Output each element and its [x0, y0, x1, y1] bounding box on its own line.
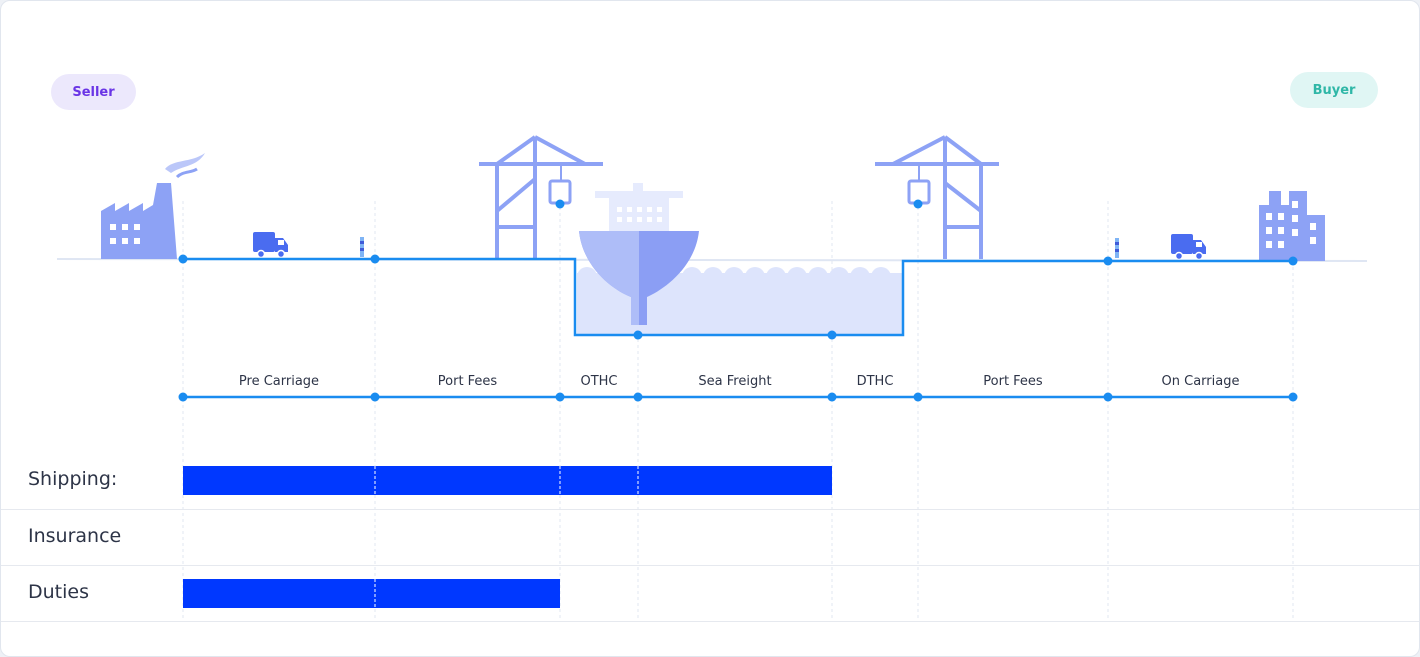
shipping-row-label: Shipping: [28, 468, 118, 490]
route-nodes [178, 199, 1298, 340]
coverage-bar [183, 579, 560, 608]
row-divider [1, 621, 1419, 622]
insurance-row-label: Insurance [28, 525, 122, 547]
barrier-pole-icon [1115, 238, 1119, 258]
stage-label: Port Fees [983, 374, 1043, 389]
crane-icon [875, 135, 999, 259]
stage-node [178, 392, 188, 402]
row-divider [1, 565, 1419, 566]
building-icon [1259, 191, 1325, 261]
wave-shape [745, 267, 765, 287]
truck-icon [1171, 234, 1206, 261]
stage-label: On Carriage [1162, 374, 1240, 389]
route-node [370, 254, 380, 264]
wave-shape [577, 267, 597, 287]
route-node [1103, 256, 1113, 266]
stage-label: Port Fees [438, 374, 498, 389]
wave-shape [724, 267, 744, 287]
wave-shape [787, 267, 807, 287]
stage-label: Pre Carriage [239, 374, 319, 389]
wave-shape [703, 267, 723, 287]
wave-shape [808, 267, 828, 287]
route-node [913, 199, 923, 209]
route-node [1288, 256, 1298, 266]
duties-row-label: Duties [28, 581, 89, 603]
stage-node [1288, 392, 1298, 402]
coverage-bar [183, 466, 832, 495]
wave-shape [766, 267, 786, 287]
route-node [633, 330, 643, 340]
stage-node [555, 392, 565, 402]
wave-shape [871, 267, 891, 287]
route-node [178, 254, 188, 264]
wave-shape [850, 267, 870, 287]
stage-guides [182, 201, 1294, 621]
stage-node [1103, 392, 1113, 402]
crane-icon [479, 135, 603, 259]
row-divider [1, 509, 1419, 510]
buyer-badge: Buyer [1290, 72, 1378, 108]
seller-badge: Seller [51, 74, 136, 110]
stage-node [370, 392, 380, 402]
route-node [827, 330, 837, 340]
wave-shape [829, 267, 849, 287]
factory-icon [101, 153, 205, 259]
route-node [555, 199, 565, 209]
route-line [183, 257, 1293, 337]
stage-label: DTHC [857, 374, 894, 389]
stage-node [913, 392, 923, 402]
wave-shape [682, 267, 702, 287]
stage-label: OTHC [580, 374, 617, 389]
stage-node [633, 392, 643, 402]
ship-icon [579, 183, 699, 325]
stage-label: Sea Freight [698, 374, 771, 389]
stage-node [827, 392, 837, 402]
barrier-pole-icon [360, 237, 364, 257]
truck-icon [253, 232, 288, 259]
